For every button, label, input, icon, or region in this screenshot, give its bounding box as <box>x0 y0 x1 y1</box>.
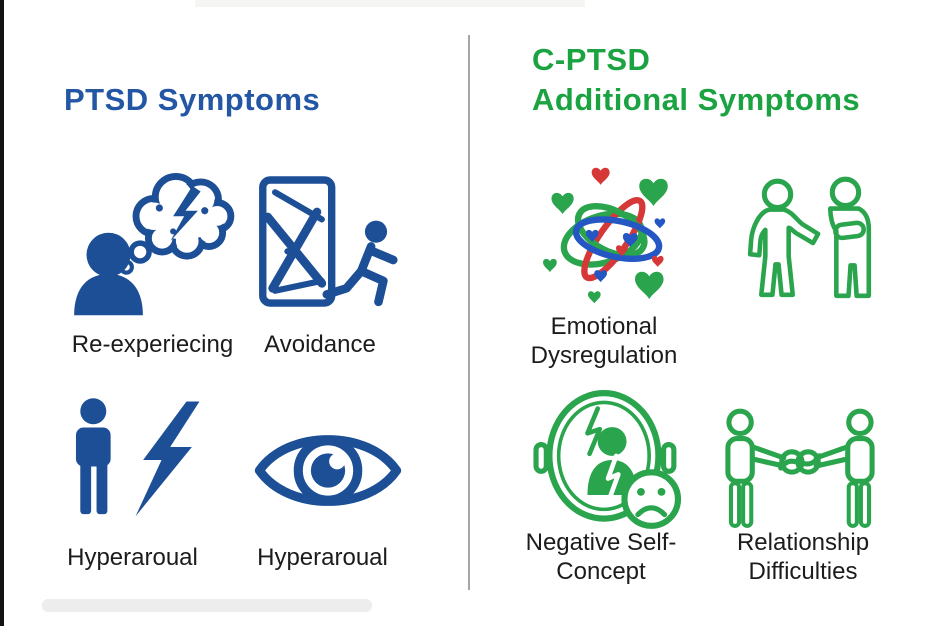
people-knot-icon <box>708 400 892 532</box>
right-panel-title-line2: Additional Symptoms <box>532 81 861 117</box>
cell-label: Hyperaroual <box>257 544 388 571</box>
thought-bubble-trauma-icon <box>55 153 250 318</box>
tangled-hearts-icon <box>523 163 691 311</box>
cell-label: Re-experiecing <box>71 331 234 358</box>
cell-label: Emotional Dysregulation <box>530 313 678 370</box>
cell-label: Avoidance <box>264 331 376 358</box>
supportive-people-icon <box>737 168 887 310</box>
cell-label: Relationship Difficulties <box>736 529 870 586</box>
bottom-artifact <box>42 599 372 612</box>
column-divider <box>468 35 470 590</box>
cell-label: Negative Self-Concept <box>525 529 677 586</box>
no-door-running-icon <box>248 170 408 318</box>
eye-icon <box>248 413 408 528</box>
right-panel-title-line1: C-PTSD <box>532 42 651 77</box>
screen-edge-bar <box>0 0 4 626</box>
cell-label: Hyperaroual <box>67 544 198 571</box>
right-panel-title: C-PTSD Additional Symptoms <box>532 40 912 119</box>
broken-mirror-sad-face-icon <box>518 388 696 532</box>
top-artifact <box>195 0 585 7</box>
person-lightning-icon <box>60 395 210 525</box>
left-panel-title: PTSD Symptoms <box>64 82 321 117</box>
